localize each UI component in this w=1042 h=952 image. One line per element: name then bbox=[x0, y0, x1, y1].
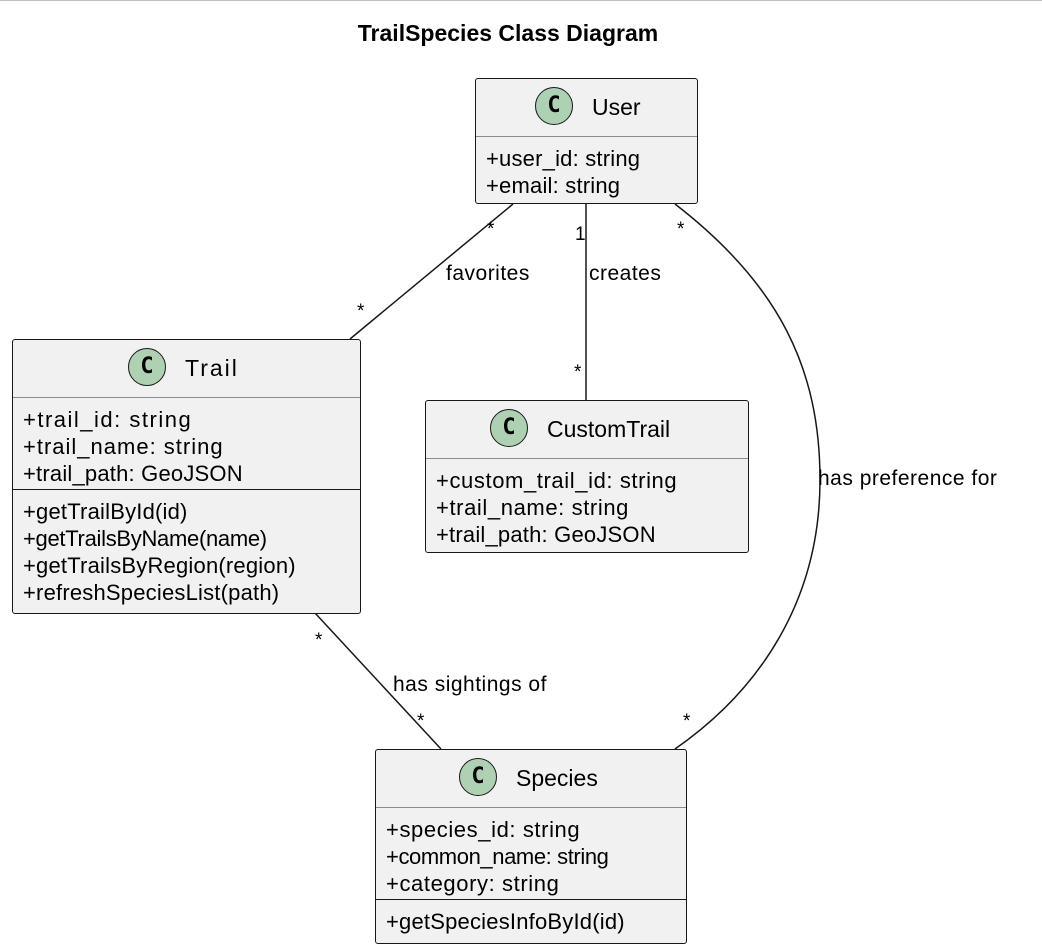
attribute: +trail_name: string bbox=[23, 434, 224, 459]
class-user-name: User bbox=[592, 94, 641, 120]
class-customtrail-name: CustomTrail bbox=[547, 416, 671, 442]
has-sightings-of-label: has sightings of bbox=[393, 673, 547, 696]
class-trail: C Trail +trail_id: string +trail_name: s… bbox=[12, 339, 361, 614]
attribute: +trail_id: string bbox=[23, 407, 193, 432]
class-trail-name: Trail bbox=[185, 355, 239, 381]
creates-label: creates bbox=[589, 262, 662, 285]
favorites-label: favorites bbox=[446, 262, 530, 285]
method: +getTrailsByName(name) bbox=[23, 526, 267, 551]
class-species-name: Species bbox=[516, 765, 598, 791]
attribute: +species_id: string bbox=[386, 817, 581, 842]
creates-target-multiplicity: * bbox=[574, 362, 582, 383]
favorites-source-multiplicity: * bbox=[487, 219, 495, 240]
method: +getTrailsByRegion(region) bbox=[23, 553, 296, 578]
has-sightings-of-target-multiplicity: * bbox=[417, 711, 425, 732]
class-customtrail-attributes: +custom_trail_id: string +trail_name: st… bbox=[426, 459, 748, 552]
creates-source-multiplicity: 1 bbox=[575, 224, 586, 245]
class-customtrail: C CustomTrail +custom_trail_id: string +… bbox=[425, 400, 749, 553]
attribute: +trail_name: string bbox=[436, 495, 629, 520]
attribute: +common_name: string bbox=[386, 844, 609, 869]
favorites-edge bbox=[349, 203, 514, 340]
has-preference-for-target-multiplicity: * bbox=[683, 711, 691, 732]
class-user-attributes: +user_id: string +email: string bbox=[476, 137, 697, 203]
has-preference-for-label: has preference for bbox=[818, 467, 998, 490]
class-trail-methods: +getTrailById(id) +getTrailsByName(name)… bbox=[13, 492, 360, 610]
class-species-methods: +getSpeciesInfoById(id) bbox=[376, 902, 686, 939]
class-trail-attributes: +trail_id: string +trail_name: string +t… bbox=[13, 398, 360, 487]
attribute: +category: string bbox=[386, 871, 560, 896]
has-sightings-of-source-multiplicity: * bbox=[315, 630, 323, 651]
method: +refreshSpeciesList(path) bbox=[23, 580, 280, 605]
has-sightings-of-edge bbox=[314, 612, 442, 750]
class-trail-header: C Trail bbox=[13, 340, 360, 398]
attribute: +custom_trail_id: string bbox=[436, 468, 678, 493]
class-species-header: C Species bbox=[376, 750, 686, 808]
diagram-title: TrailSpecies Class Diagram bbox=[357, 20, 659, 46]
class-icon: C bbox=[459, 758, 497, 796]
class-icon: C bbox=[128, 348, 166, 386]
top-border bbox=[0, 0, 1042, 1]
method: +getSpeciesInfoById(id) bbox=[386, 909, 625, 934]
method: +getTrailById(id) bbox=[23, 499, 188, 524]
class-trail-separator bbox=[13, 489, 360, 490]
has-preference-for-source-multiplicity: * bbox=[677, 219, 685, 240]
attribute: +trail_path: GeoJSON bbox=[23, 461, 243, 486]
has-preference-for-edge bbox=[674, 203, 821, 750]
class-species-separator bbox=[376, 899, 686, 900]
favorites-target-multiplicity: * bbox=[357, 301, 365, 322]
class-icon: C bbox=[490, 409, 528, 447]
attribute: +trail_path: GeoJSON bbox=[436, 522, 656, 547]
class-species: C Species +species_id: string +common_na… bbox=[375, 749, 687, 944]
attribute: +user_id: string bbox=[486, 146, 641, 171]
class-user: C User +user_id: string +email: string bbox=[475, 78, 698, 204]
class-icon: C bbox=[535, 87, 573, 125]
class-user-header: C User bbox=[476, 79, 697, 137]
class-species-attributes: +species_id: string +common_name: string… bbox=[376, 808, 686, 897]
class-customtrail-header: C CustomTrail bbox=[426, 401, 748, 459]
attribute: +email: string bbox=[486, 173, 621, 198]
